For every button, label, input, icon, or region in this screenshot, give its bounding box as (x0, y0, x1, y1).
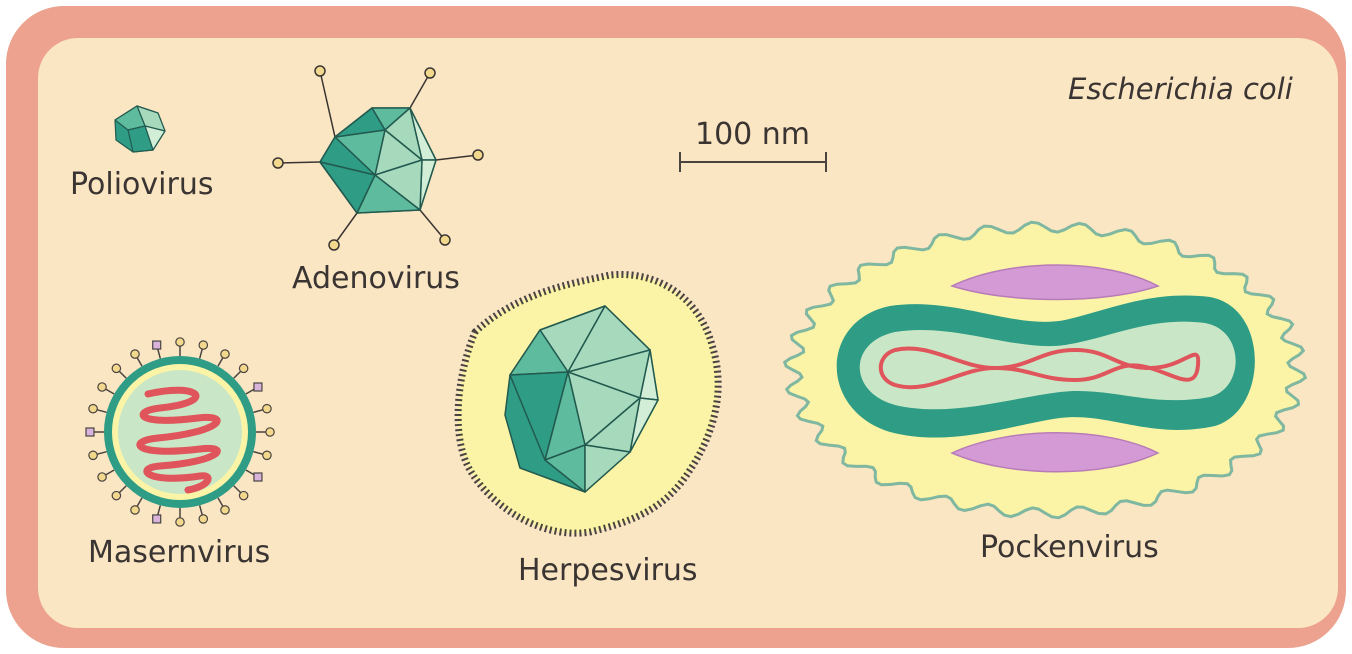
spike-knob (263, 451, 271, 459)
spike-square-head (254, 473, 262, 481)
spike-knob (239, 364, 247, 372)
spike-knob (98, 473, 106, 481)
spike-knob (199, 515, 207, 523)
spike-knob (98, 383, 106, 391)
spike-knob (89, 451, 97, 459)
poliovirus-label: Poliovirus (70, 170, 213, 200)
spike-knob (199, 341, 207, 349)
spike-square-head (254, 383, 262, 391)
spike-square-head (153, 341, 161, 349)
spike-knob (176, 518, 184, 526)
masernvirus-label: Masernvirus (88, 538, 270, 568)
spike-knob (263, 405, 271, 413)
spike-square-head (153, 515, 161, 523)
scale-bar-label: 100 nm (695, 120, 810, 150)
spike-knob (176, 338, 184, 346)
spike-knob (112, 364, 120, 372)
spike-knob (131, 350, 139, 358)
adenovirus-label: Adenovirus (292, 264, 460, 294)
spike-knob (131, 506, 139, 514)
spike-knob (221, 350, 229, 358)
spike-knob (266, 428, 274, 436)
spike-knob (112, 491, 120, 499)
spike-knob (239, 491, 247, 499)
herpesvirus-label: Herpesvirus (518, 556, 698, 586)
cell-title: Escherichia coli (1068, 75, 1293, 104)
spike-square-head (86, 428, 94, 436)
spike-knob (89, 405, 97, 413)
spike-knob (221, 506, 229, 514)
pockenvirus-label: Pockenvirus (980, 533, 1159, 563)
masernvirus (86, 338, 274, 526)
